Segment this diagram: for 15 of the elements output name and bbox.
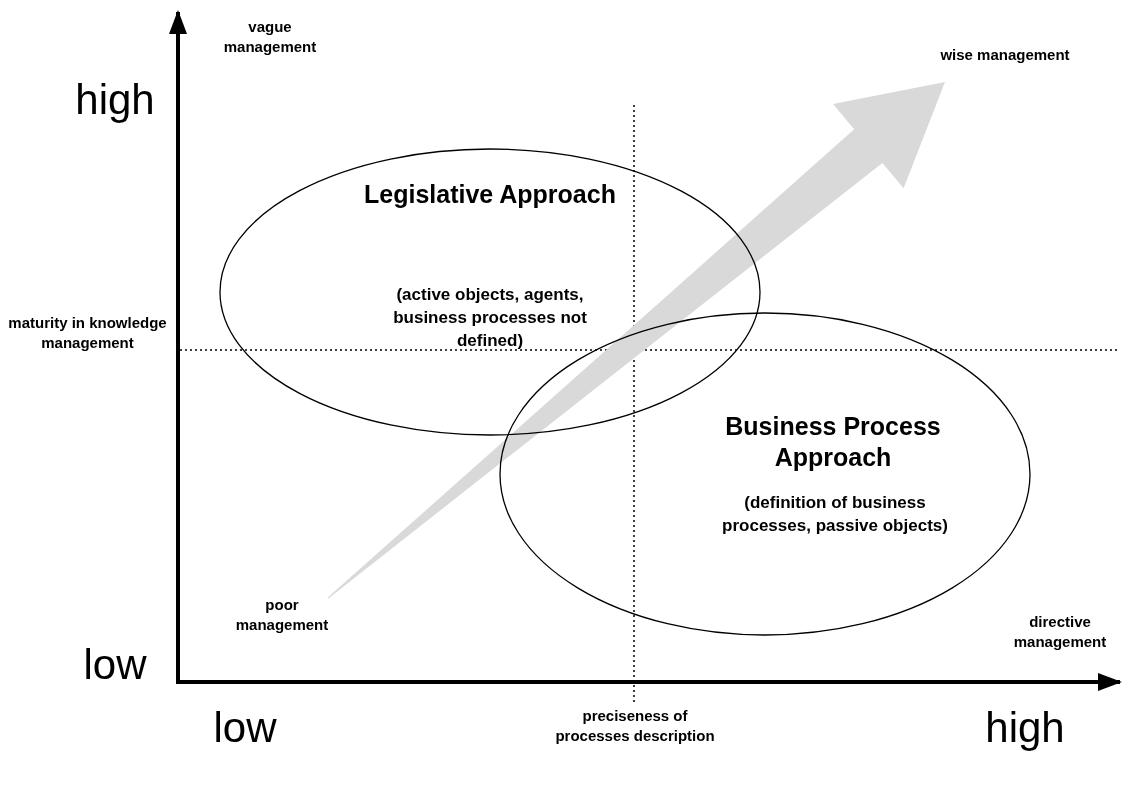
axis-level-label: high bbox=[74, 75, 156, 125]
quadrant-label: directive management bbox=[1012, 612, 1108, 652]
axis-title: preciseness of processes description bbox=[554, 706, 716, 746]
axis-level-label: high bbox=[984, 703, 1066, 753]
ellipse-description: (active objects, agents, business processes not defined) bbox=[392, 284, 588, 352]
axis-level-label: low bbox=[212, 703, 278, 753]
ellipse-description: (definition of business processes, passive objects) bbox=[721, 492, 949, 537]
quadrant-label: poor management bbox=[232, 595, 332, 635]
quadrant-label: vague management bbox=[222, 17, 318, 57]
ellipse-heading: Legislative Approach bbox=[363, 179, 617, 210]
arrow bbox=[327, 82, 945, 599]
axis-level-label: low bbox=[82, 640, 148, 690]
axis-title: maturity in knowledge management bbox=[7, 313, 168, 353]
ellipse-heading: Business Process Approach bbox=[724, 411, 942, 473]
quadrant-label: wise management bbox=[940, 45, 1070, 65]
